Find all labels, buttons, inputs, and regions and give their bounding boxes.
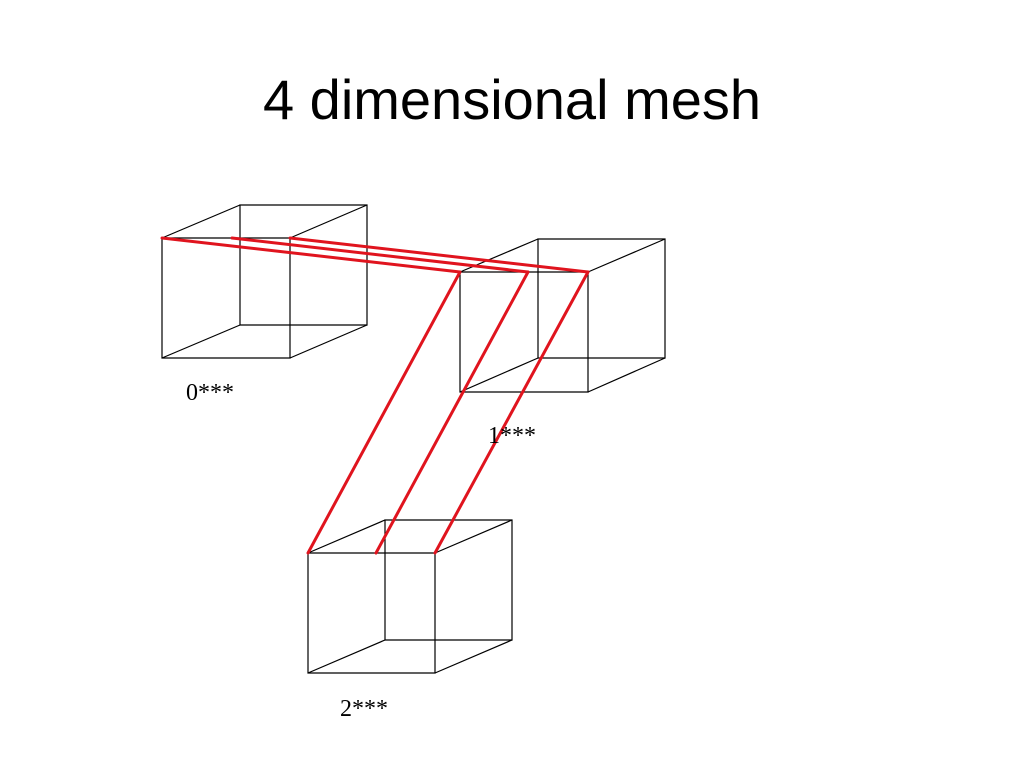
cube-1-label: 1*** bbox=[488, 423, 536, 449]
link-0-to-1 bbox=[160, 236, 462, 274]
link-0-to-1 bbox=[288, 236, 590, 274]
mesh-links bbox=[160, 236, 590, 555]
cube-0-back-face bbox=[239, 204, 368, 326]
link-0-to-1 bbox=[230, 236, 530, 274]
cube-2-edge bbox=[307, 639, 386, 674]
cube-0-label: 0*** bbox=[186, 380, 234, 406]
cube-1-edge bbox=[459, 357, 539, 393]
cube-0 bbox=[161, 204, 368, 359]
cube-0-edge bbox=[161, 204, 241, 239]
slide-title: 4 dimensional mesh bbox=[262, 68, 762, 131]
cube-0-edge bbox=[289, 324, 368, 359]
cube-0-edge bbox=[289, 204, 368, 239]
cube-0-edge bbox=[161, 324, 241, 359]
cube-1-edge bbox=[587, 238, 666, 273]
cube-2-label: 2*** bbox=[340, 696, 388, 722]
cube-2-edge bbox=[434, 639, 513, 674]
link-1-to-2 bbox=[433, 270, 590, 555]
cube-0-front-face bbox=[161, 237, 291, 359]
cube-2-back-face bbox=[384, 519, 513, 641]
link-1-to-2 bbox=[306, 270, 462, 555]
cube-1-edge bbox=[587, 357, 666, 393]
cube-2-edge bbox=[307, 519, 386, 554]
cube-1-front-face bbox=[459, 271, 589, 393]
link-1-to-2 bbox=[374, 270, 530, 555]
cube-1-back-face bbox=[537, 238, 666, 359]
cube-1-edge bbox=[459, 238, 539, 273]
cube-2 bbox=[307, 519, 513, 674]
cube-2-edge bbox=[434, 519, 513, 554]
cube-2-front-face bbox=[307, 552, 436, 674]
